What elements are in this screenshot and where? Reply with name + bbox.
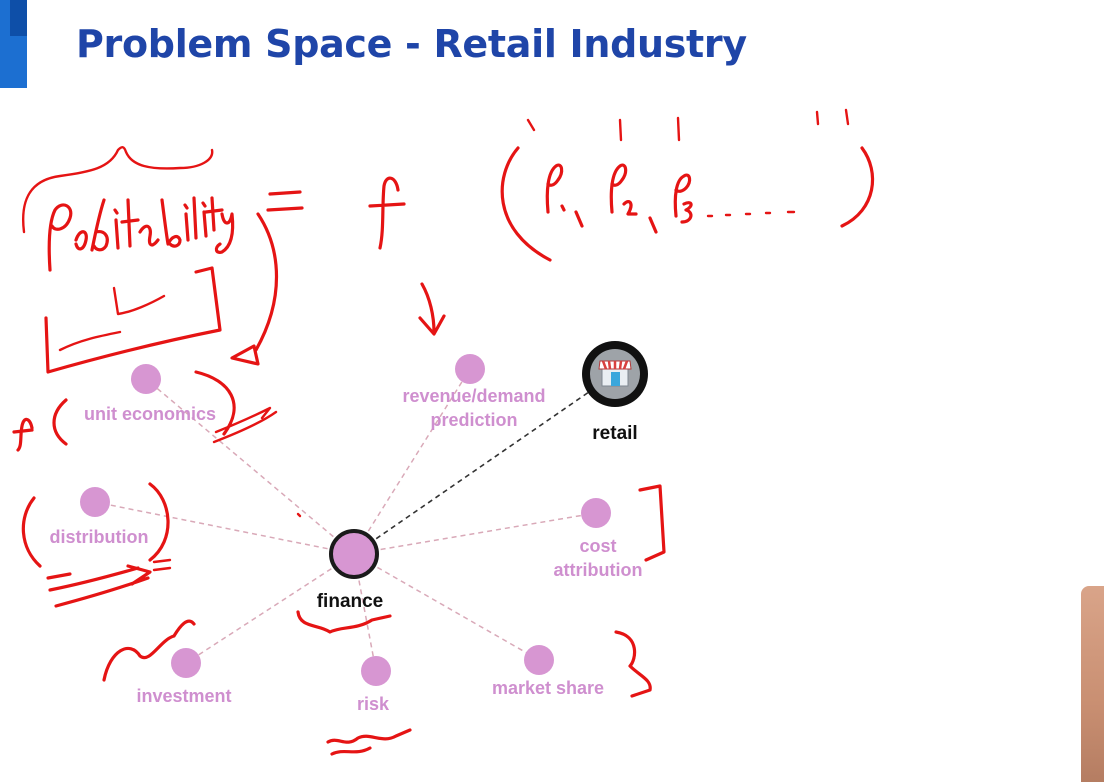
handwritten-profitability bbox=[47, 196, 235, 272]
label-revenue-demand-line2: prediction bbox=[430, 410, 517, 430]
label-cost-attribution-line1: cost bbox=[579, 536, 616, 556]
hub-node-finance bbox=[329, 529, 379, 579]
slide-title: Problem Space - Retail Industry bbox=[76, 22, 747, 66]
presenter-video-overlay bbox=[1081, 586, 1104, 782]
edge-cost-attribution bbox=[353, 512, 597, 555]
node-cost-attribution bbox=[581, 498, 611, 528]
label-cost-attribution-line2: attribution bbox=[554, 560, 643, 580]
hub-label: finance bbox=[317, 591, 384, 612]
label-revenue-demand-line1: revenue/demand bbox=[402, 386, 545, 406]
label-investment: investment bbox=[136, 686, 231, 706]
node-investment bbox=[171, 648, 201, 678]
edge-investment bbox=[185, 553, 355, 664]
label-market-share: market share bbox=[492, 678, 604, 698]
node-risk bbox=[361, 656, 391, 686]
node-market-share bbox=[524, 645, 554, 675]
storefront-icon bbox=[598, 360, 632, 387]
label-distribution: distribution bbox=[50, 527, 149, 547]
edge-distribution bbox=[94, 501, 355, 555]
edge-unit-economics bbox=[145, 378, 355, 555]
retail-node bbox=[582, 341, 648, 407]
node-revenue-demand-prediction bbox=[455, 354, 485, 384]
label-unit-economics: unit economics bbox=[84, 404, 216, 424]
node-distribution bbox=[80, 487, 110, 517]
slide-accent-bar-top bbox=[10, 0, 27, 36]
retail-label: retail bbox=[592, 423, 637, 444]
edge-revenue-demand-prediction bbox=[353, 368, 471, 555]
label-risk: risk bbox=[357, 694, 390, 714]
spoke-nodes bbox=[80, 354, 611, 686]
edge-retail bbox=[353, 373, 616, 555]
node-unit-economics bbox=[131, 364, 161, 394]
handwritten-annotations bbox=[12, 108, 875, 756]
